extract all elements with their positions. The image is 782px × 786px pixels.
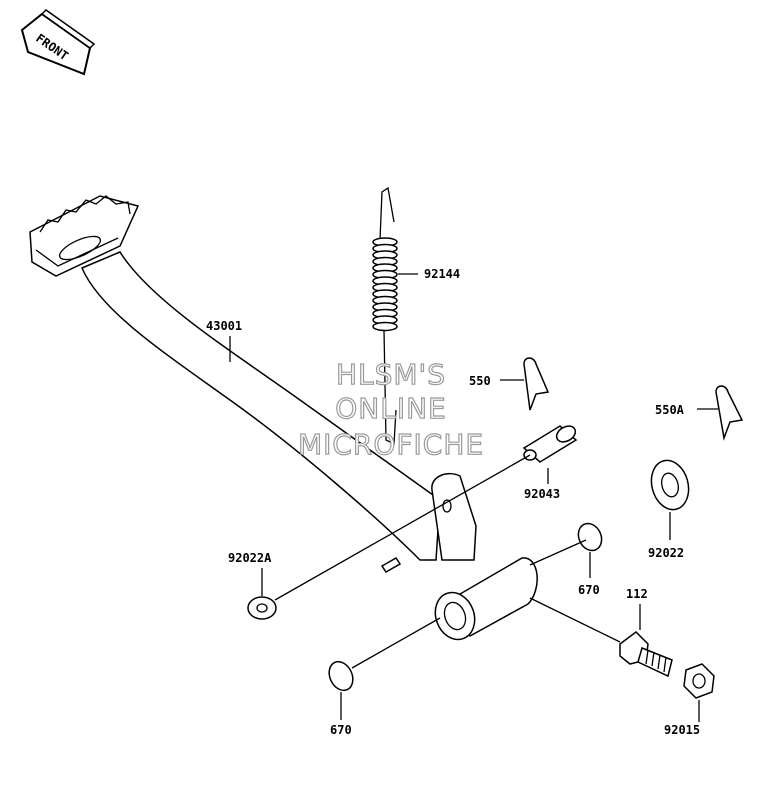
spring-coil <box>372 321 398 332</box>
callout-spring: 92144 <box>424 267 460 281</box>
callout-bolt: 112 <box>626 587 648 601</box>
callout-pedal: 43001 <box>206 319 242 333</box>
watermark-line3: MICROFICHE <box>298 428 484 461</box>
callout-washer-left: 92022A <box>228 551 272 565</box>
cotter-pin-550 <box>523 357 550 411</box>
watermark-line1: HLSM'S <box>336 358 446 391</box>
bolt-112 <box>619 631 673 678</box>
brake-pedal <box>29 195 538 641</box>
nut-92015 <box>683 663 715 699</box>
cotter-pin-550a <box>715 385 744 441</box>
clevis-pin-92043 <box>522 425 578 463</box>
front-arrow-icon: FRONT <box>20 9 96 76</box>
callout-cotter-pin-alt: 550A <box>655 403 685 417</box>
washer-92022a <box>247 596 277 620</box>
watermark: HLSM'S ONLINE MICROFICHE <box>297 357 484 461</box>
callout-o-ring-right: 670 <box>578 583 600 597</box>
watermark-line2: ONLINE <box>335 392 446 425</box>
callout-cotter-pin: 550 <box>469 374 491 388</box>
callout-nut: 92015 <box>664 723 700 737</box>
o-ring-670-left <box>328 660 354 692</box>
callout-pin: 92043 <box>524 487 560 501</box>
callout-washer-right: 92022 <box>648 546 684 560</box>
callout-o-ring-left: 670 <box>330 723 352 737</box>
assembly-lines <box>229 273 718 722</box>
return-spring <box>372 186 398 446</box>
washer-92022 <box>650 459 690 511</box>
o-ring-670-right <box>577 522 603 552</box>
